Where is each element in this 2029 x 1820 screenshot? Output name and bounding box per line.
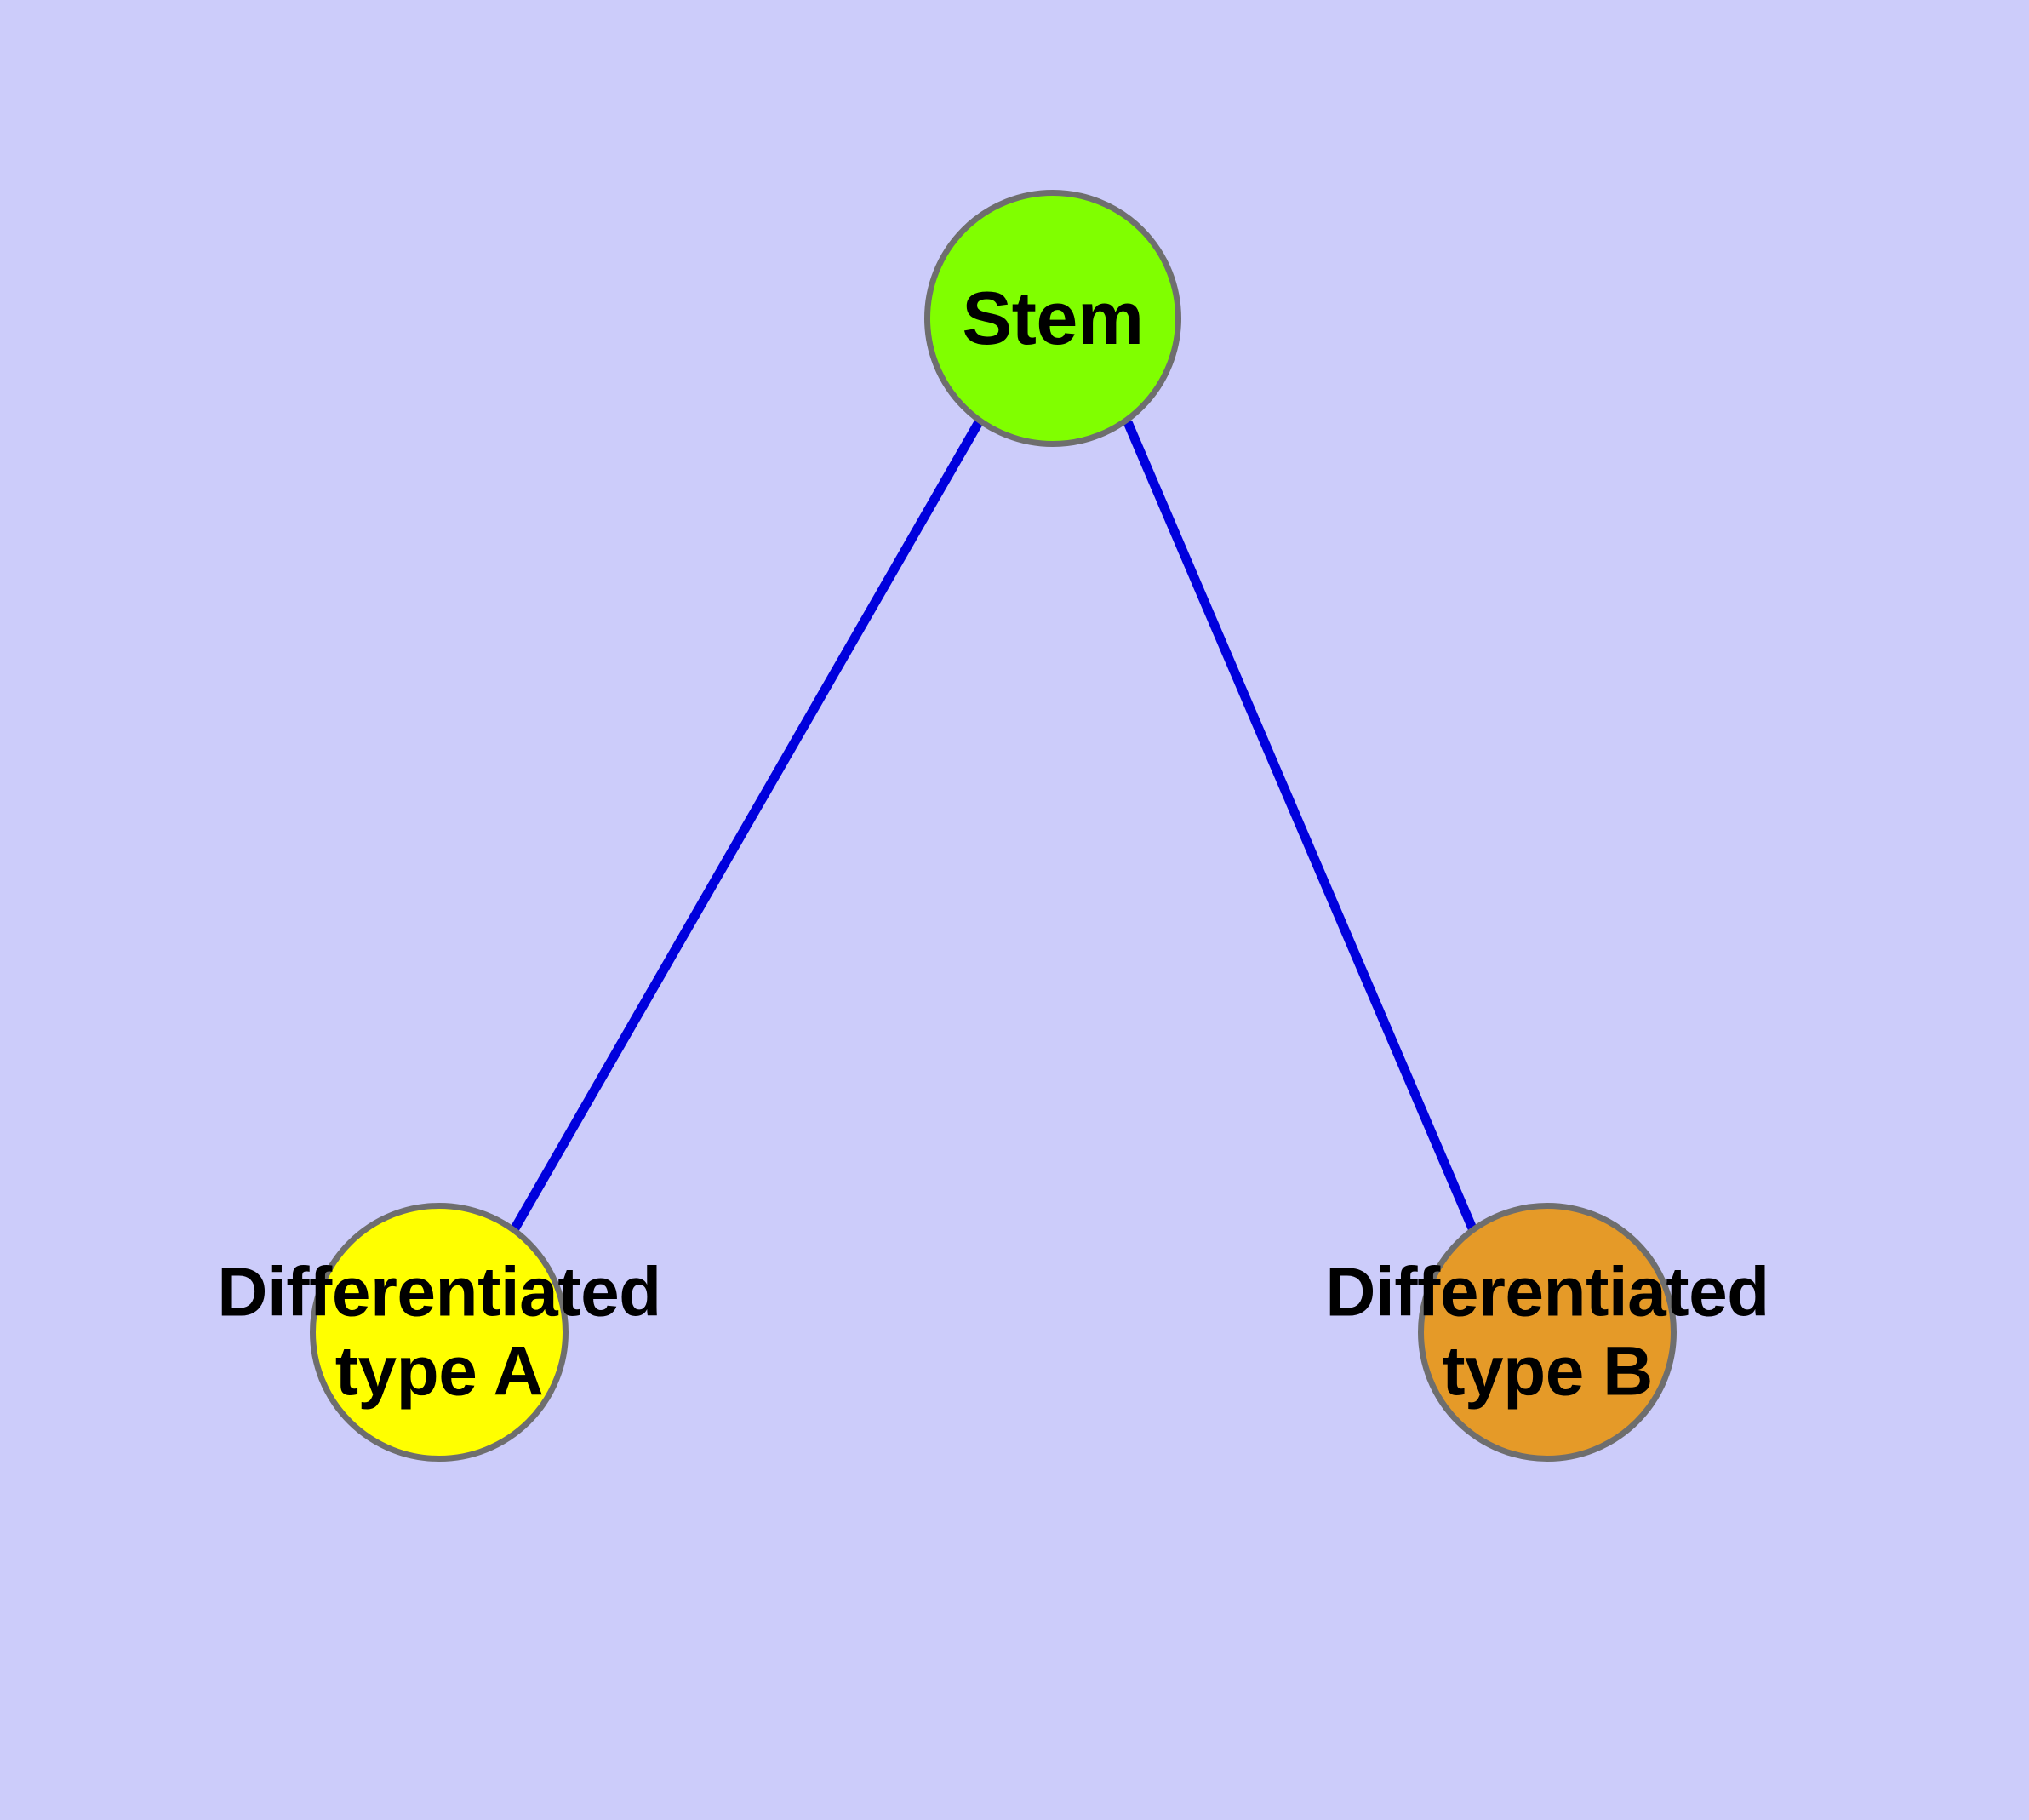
node-differentiated-type-b[interactable]: Differentiated type B — [1325, 1203, 1769, 1462]
node-differentiated-type-b-label: Differentiated type B — [1325, 1253, 1769, 1411]
edge-stem-to-differentiated-type-b[interactable] — [1123, 420, 1477, 1231]
node-differentiated-type-a[interactable]: Differentiated type A — [217, 1203, 661, 1462]
edge-stem-to-differentiated-type-a[interactable] — [511, 420, 983, 1231]
node-stem-label: Stem — [962, 275, 1144, 360]
node-differentiated-type-a-label: Differentiated type A — [217, 1253, 661, 1411]
node-stem[interactable]: Stem — [924, 190, 1181, 447]
